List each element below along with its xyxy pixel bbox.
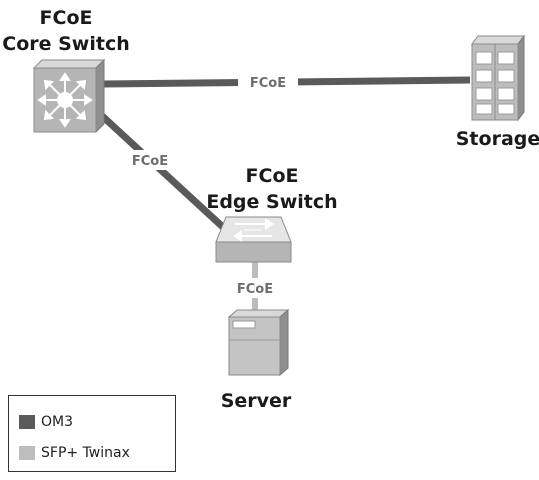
legend-swatch-sfp-twinax: [19, 446, 35, 460]
link-label-bg: [238, 72, 298, 92]
link-label-core-storage: FCoE: [250, 76, 286, 91]
server-icon: [227, 308, 290, 377]
core-switch-icon: [32, 58, 106, 134]
legend: OM3 SFP+ Twinax: [8, 395, 176, 472]
storage-label: Storage: [456, 128, 539, 150]
edge-switch-icon: [215, 216, 292, 263]
link-label-bg: [227, 278, 283, 298]
legend-swatch-om3: [19, 415, 35, 429]
legend-label-om3: OM3: [41, 414, 74, 430]
legend-item-sfp-twinax: SFP+ Twinax: [19, 445, 130, 461]
core-switch-label-line2: Core Switch: [2, 33, 130, 55]
storage-icon: [471, 34, 525, 122]
link-label-bg: [122, 150, 180, 170]
legend-item-om3: OM3: [19, 414, 73, 430]
link-core-to-edge: [97, 111, 240, 243]
core-switch-label-line1: FCoE: [40, 7, 93, 29]
edge-switch-label-line2: Edge Switch: [206, 191, 337, 213]
server-label: Server: [221, 390, 292, 412]
link-label-edge-server: FCoE: [237, 282, 273, 297]
legend-label-sfp-twinax: SFP+ Twinax: [41, 445, 130, 461]
edge-switch-label-line1: FCoE: [246, 165, 299, 187]
link-label-core-edge: FCoE: [132, 154, 168, 169]
